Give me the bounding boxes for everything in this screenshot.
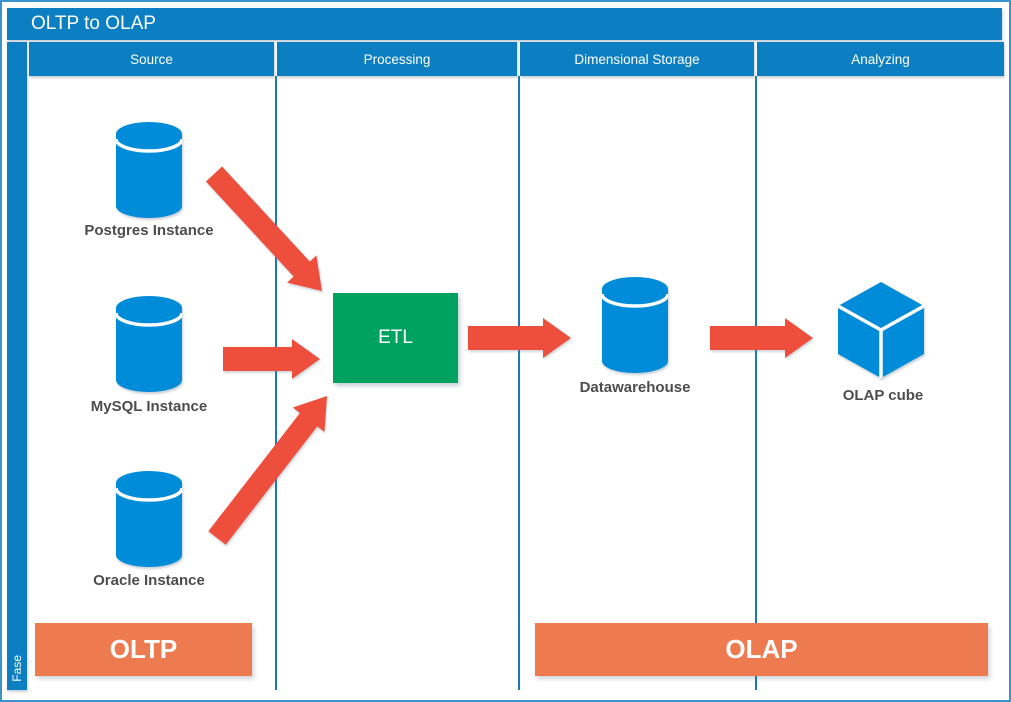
datawarehouse-label: Datawarehouse <box>579 379 691 396</box>
database-cylinder-icon <box>602 277 668 373</box>
arrow-mysql-to-etl <box>223 339 320 379</box>
cube-icon <box>838 282 924 378</box>
olap-cube-label: OLAP cube <box>842 387 924 404</box>
phase-strip: Fase <box>7 42 27 690</box>
mysql-node <box>116 296 182 392</box>
oracle-label: Oracle Instance <box>93 572 205 589</box>
lane-divider <box>518 76 520 690</box>
lane-divider <box>275 76 277 690</box>
olap-cube-node <box>838 282 924 378</box>
lane-header-dimensional-storage-label: Dimensional Storage <box>574 51 700 67</box>
arrow-oracle-to-etl <box>208 396 327 545</box>
lane-header-dimensional-storage: Dimensional Storage <box>520 42 754 76</box>
pool-title-bar: OLTP to OLAP <box>7 8 1002 40</box>
oracle-node <box>116 471 182 567</box>
olap-banner-label: OLAP <box>725 634 798 664</box>
etl-label: ETL <box>378 327 413 348</box>
mysql-label: MySQL Instance <box>90 398 208 415</box>
etl-node: ETL <box>333 293 458 383</box>
database-cylinder-icon <box>116 122 182 218</box>
pool-title: OLTP to OLAP <box>31 13 156 34</box>
lane-header-processing-label: Processing <box>363 51 431 67</box>
database-cylinder-icon <box>116 471 182 567</box>
datawarehouse-node <box>602 277 668 373</box>
lane-header-analyzing: Analyzing <box>757 42 1004 76</box>
lane-header-processing: Processing <box>277 42 517 76</box>
postgres-node <box>116 122 182 218</box>
oltp-banner: OLTP <box>35 623 252 676</box>
lane-header-analyzing-label: Analyzing <box>851 51 910 67</box>
arrow-datawarehouse-to-olap-cube <box>710 318 813 358</box>
lane-divider <box>755 76 757 690</box>
postgres-label: Postgres Instance <box>84 222 214 239</box>
phase-label: Fase <box>10 655 24 682</box>
lane-header-source: Source <box>29 42 274 76</box>
database-cylinder-icon <box>116 296 182 392</box>
olap-banner: OLAP <box>535 623 988 676</box>
oltp-banner-label: OLTP <box>109 634 178 664</box>
lane-header-source-label: Source <box>130 51 173 67</box>
